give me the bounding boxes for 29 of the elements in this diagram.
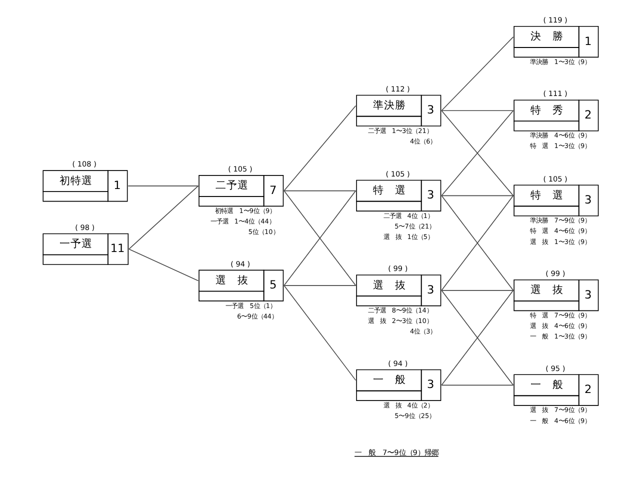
node-label: ( 105 ) [228,164,252,174]
connector [440,290,514,386]
node-label: ( 94 ) [388,358,408,368]
node-label: ( 99 ) [545,269,565,278]
node-label: ( 94 ) [230,259,250,268]
connector [440,195,514,196]
node-label: ( 119 ) [542,16,567,25]
connector [440,36,514,112]
connector [440,110,514,112]
connector [283,285,356,381]
node-label: ( 112 ) [385,84,410,94]
node-label: ( 99 ) [388,264,408,274]
connector [440,290,514,291]
node-label: ( 95 ) [545,364,565,373]
connector [440,195,514,291]
connector [283,105,356,192]
connector [283,190,356,192]
connector [440,110,514,196]
connector [128,248,198,282]
connector [440,384,514,386]
node-label: ( 111 ) [542,89,567,98]
label: 一 般 7〜9位（9）帰郷 [354,448,438,457]
node-label: ( 105 ) [385,169,410,178]
node-label: ( 105 ) [542,174,567,184]
connector [283,285,356,286]
node-label: ( 98 ) [74,222,94,232]
connector [283,190,356,286]
node-label: ( 108 ) [72,160,96,169]
connector [128,186,198,250]
